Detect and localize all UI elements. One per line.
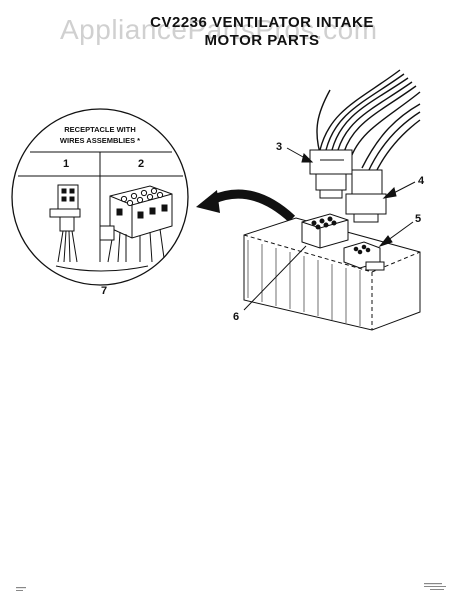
inset-heading-line1: RECEPTACLE WITH [64, 125, 136, 134]
callout-7: 7 [101, 285, 107, 297]
inset-col1-label: 1 [63, 158, 69, 170]
callout-4: 4 [418, 175, 425, 187]
callout-5: 5 [415, 213, 421, 225]
watermark: AppliancePartsPros.com [60, 14, 378, 45]
motor-assembly [243, 69, 421, 331]
diagram-title-line2: MOTOR PARTS [204, 32, 320, 49]
inset-heading-line2: WIRES ASSEMBLIES * [60, 136, 140, 145]
footer-marks [16, 583, 446, 591]
callout-6: 6 [233, 311, 239, 323]
callout-leaders [243, 147, 416, 311]
inset-detail: RECEPTACLE WITH WIRES ASSEMBLIES * 1 2 [11, 108, 189, 297]
diagram-title-line1: CV2236 VENTILATOR INTAKE [150, 14, 374, 31]
detail-arrow [196, 189, 296, 223]
callout-7-bracket [55, 265, 149, 272]
receptacle-part-2 [99, 185, 173, 263]
callout-3: 3 [276, 141, 282, 153]
inset-col2-label: 2 [138, 158, 144, 170]
receptacle-part-1 [49, 184, 81, 263]
